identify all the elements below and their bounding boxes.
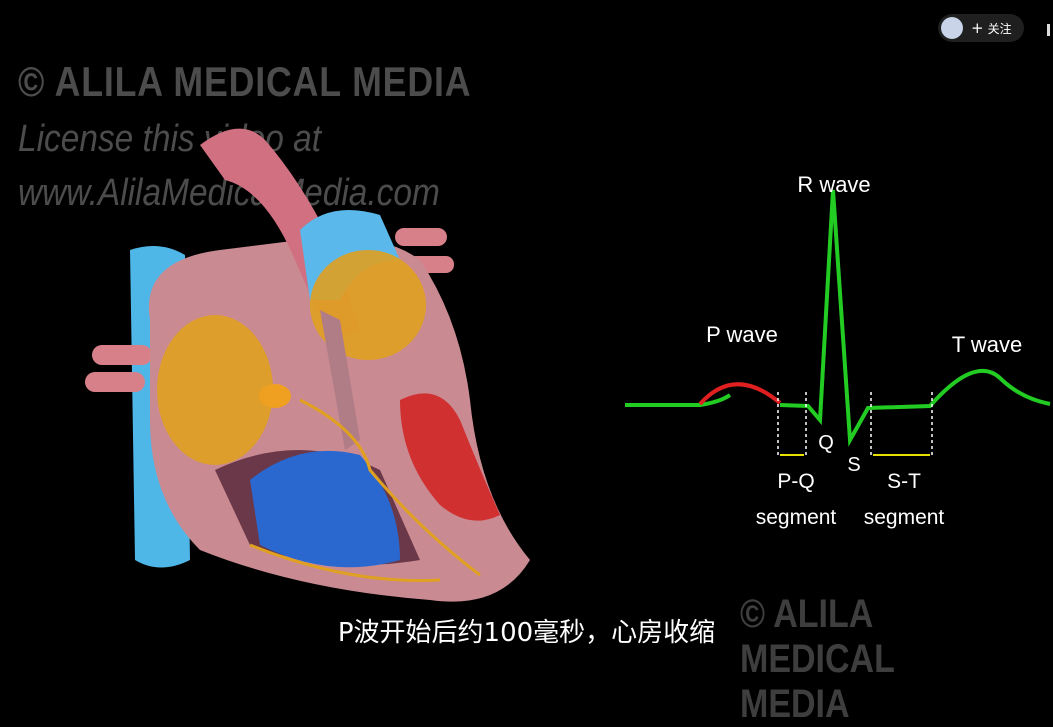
heart-illustration — [85, 128, 530, 602]
p-wave-segment — [698, 382, 782, 406]
plus-icon: + — [971, 19, 984, 37]
t-wave-label: T wave — [952, 332, 1023, 357]
follow-button[interactable]: + 关注 — [938, 14, 1024, 42]
side-panel-toggle[interactable] — [1047, 24, 1050, 36]
q-label: Q — [818, 432, 834, 454]
p-wave-label: P wave — [706, 322, 778, 347]
s-label: S — [847, 454, 860, 476]
pq-segment-label: segment — [756, 506, 837, 529]
avatar[interactable] — [941, 17, 963, 39]
ecg-trace — [625, 393, 732, 407]
watermark-copyright: © ALILA MEDICAL MEDIA — [18, 58, 472, 105]
video-frame: R wave P wave T wave Q S P-Q segment S-T… — [85, 128, 1051, 602]
st-segment-label: segment — [864, 506, 945, 529]
st-label: S-T — [887, 470, 921, 493]
r-wave-label: R wave — [797, 172, 870, 197]
ecg-graph: R wave P wave T wave Q S P-Q segment S-T… — [625, 172, 1051, 529]
video-subtitle: P波开始后约100毫秒，心房收缩 — [337, 618, 716, 648]
pq-label: P-Q — [777, 470, 814, 493]
follow-label: 关注 — [987, 21, 1012, 36]
